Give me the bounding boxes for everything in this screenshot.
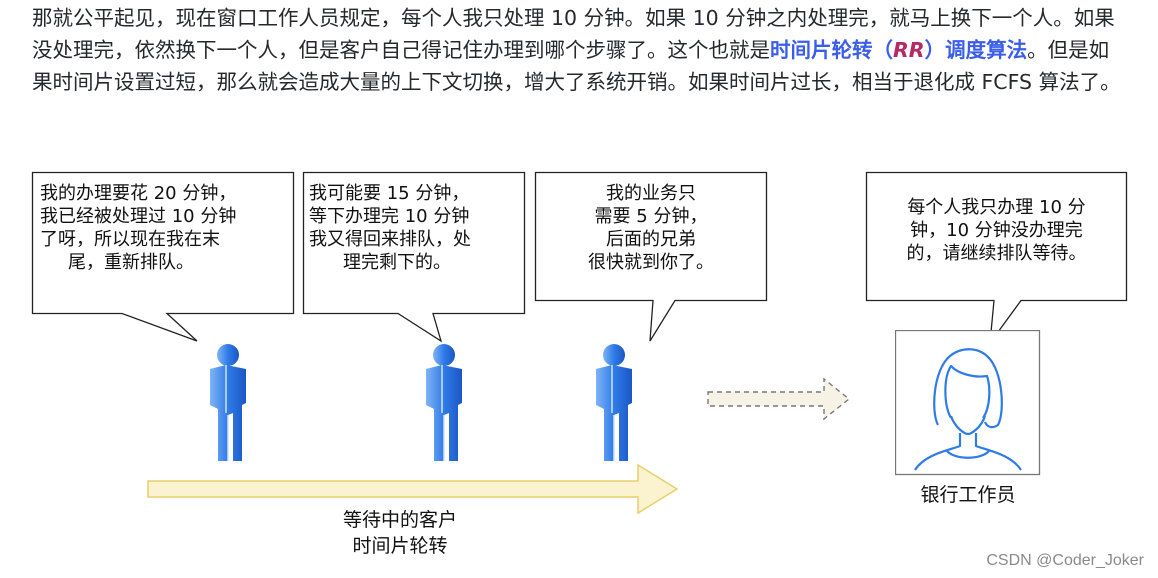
dashed-arrow-icon	[707, 377, 851, 421]
bubble-line: 后面的兄弟	[606, 229, 696, 250]
speech-bubble-shape	[534, 171, 768, 342]
bubble-line: 每个人我只办理 10 分	[907, 197, 1086, 218]
bubble-line: 的，请继续排队等待。	[906, 243, 1087, 264]
bubble-line: 我又得回来排队，处	[309, 229, 471, 250]
person-icon	[210, 344, 246, 461]
speech-bubble-customer-3: 我的业务只 需要 5 分钟， 后面的兄弟 很快就到你了。	[534, 171, 768, 342]
person-icon	[596, 344, 632, 461]
bubble-line: 理完剩下的。	[343, 252, 451, 273]
speech-bubble-worker: 每个人我只办理 10 分 钟，10 分钟没办理完 的，请继续排队等待。	[865, 171, 1128, 346]
paragraph-lead: 那就公平起见，现在窗口工作人员规定，每个人我只处理 10 分钟。如果 10 分钟…	[32, 6, 1115, 62]
speech-bubble-shape	[865, 171, 1128, 346]
bubble-line: 了呀，所以现在我在末	[40, 229, 220, 250]
bubble-line: 等下办理完 10 分钟	[309, 206, 470, 227]
intro-paragraph: 那就公平起见，现在窗口工作人员规定，每个人我只处理 10 分钟。如果 10 分钟…	[32, 2, 1127, 98]
bubble-line: 我已经被处理过 10 分钟	[40, 206, 237, 227]
speech-bubble-customer-1: 我的办理要花 20 分钟， 我已经被处理过 10 分钟 了呀，所以现在我在末 尾…	[31, 171, 295, 342]
bubble-line: 我的业务只	[606, 183, 696, 204]
bubble-line: 尾，重新排队。	[68, 252, 194, 273]
queue-label: 等待中的客户 时间片轮转	[342, 509, 457, 557]
bubble-line: 需要 5 分钟，	[594, 206, 708, 227]
worker-label: 银行工作员	[920, 484, 1016, 506]
rr-algorithm-link[interactable]: 时间片轮转（RR）调度算法	[770, 38, 1028, 62]
bubble-line: 很快就到你了。	[588, 252, 714, 273]
bubble-line: 我可能要 15 分钟，	[309, 183, 470, 204]
bubble-line: 我的办理要花 20 分钟，	[40, 183, 237, 204]
person-icon	[426, 344, 462, 461]
speech-bubble-shape	[302, 171, 526, 343]
rr-abbrev: RR	[893, 38, 925, 62]
female-avatar-icon	[895, 330, 1041, 476]
speech-bubble-shape	[31, 171, 295, 342]
watermark: CSDN @Coder_Joker	[986, 552, 1144, 569]
bubble-line: 钟，10 分钟没办理完	[910, 220, 1083, 241]
yellow-arrow-icon	[147, 463, 679, 515]
paragraph-tail: 。但是如果时间片设置过短，那么就会造成大量的上下文切换，增大了系统开销。如果时间…	[32, 38, 1121, 94]
speech-bubble-customer-2: 我可能要 15 分钟， 等下办理完 10 分钟 我又得回来排队，处 理完剩下的。	[302, 171, 526, 343]
